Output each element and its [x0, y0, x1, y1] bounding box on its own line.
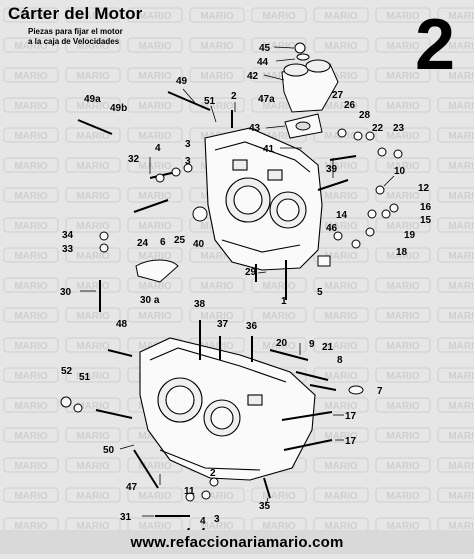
label-11: 11 [184, 486, 195, 497]
label-3a: 3 [185, 139, 191, 150]
label-46: 46 [326, 223, 338, 234]
label-4b: 4 [200, 516, 206, 527]
label-3b: 3 [185, 156, 191, 167]
label-10: 10 [394, 166, 406, 177]
subtitle-line-1: Piezas para fijar el motor [28, 27, 123, 36]
label-45: 45 [259, 43, 271, 54]
label-39: 39 [326, 164, 338, 175]
label-2b: 2 [210, 468, 216, 479]
label-21: 21 [322, 342, 334, 353]
label-17b: 17 [345, 436, 357, 447]
upper-crankcase [204, 127, 323, 271]
label-32: 32 [128, 154, 140, 165]
label-12: 12 [418, 183, 430, 194]
label-14: 14 [336, 210, 348, 221]
label-50: 50 [103, 445, 115, 456]
label-49b: 49b [110, 103, 127, 114]
label-44: 44 [257, 57, 269, 68]
leader-lines [80, 46, 395, 517]
label-25: 25 [174, 235, 186, 246]
label-28: 28 [359, 110, 371, 121]
label-29: 29 [245, 267, 257, 278]
label-34: 34 [62, 230, 74, 241]
label-3c: 3 [214, 514, 220, 525]
label-15: 15 [420, 215, 432, 226]
label-48: 48 [116, 319, 128, 330]
label-20: 20 [276, 338, 288, 349]
label-47: 47 [126, 482, 138, 493]
part-labels: 45 44 42 47a 43 49 51 2 49a 49b 27 26 28… [60, 43, 432, 538]
label-35: 35 [259, 501, 271, 512]
label-52: 52 [61, 366, 73, 377]
label-37: 37 [217, 319, 229, 330]
label-23: 23 [393, 123, 405, 134]
label-6: 6 [160, 237, 166, 248]
label-33: 33 [62, 244, 74, 255]
footer-bar [0, 530, 474, 554]
label-9: 9 [309, 339, 315, 350]
label-30a: 30 a [140, 295, 160, 306]
label-5: 5 [317, 287, 323, 298]
label-51b: 51 [79, 372, 91, 383]
label-19: 19 [404, 230, 416, 241]
label-40: 40 [193, 239, 205, 250]
label-16: 16 [420, 202, 432, 213]
label-27: 27 [332, 90, 344, 101]
gasket-30a [135, 259, 179, 283]
label-17a: 17 [345, 411, 357, 422]
label-1: 1 [281, 296, 287, 307]
label-7: 7 [377, 386, 383, 397]
label-43: 43 [249, 123, 261, 134]
subtitle-line-2: a la caja de Velocidades [28, 37, 120, 46]
diagram-number: 2 [414, 5, 456, 85]
label-47a: 47a [258, 94, 275, 105]
label-36: 36 [246, 321, 258, 332]
label-42: 42 [247, 71, 259, 82]
label-22: 22 [372, 123, 384, 134]
label-30: 30 [60, 287, 72, 298]
footer-url-link[interactable]: www.refaccionariamario.com [130, 534, 344, 551]
washers-and-nuts [60, 128, 403, 502]
label-18: 18 [396, 247, 408, 258]
label-24: 24 [137, 238, 149, 249]
page-title: Cárter del Motor [8, 4, 143, 23]
label-4: 4 [155, 143, 161, 154]
label-26: 26 [344, 100, 356, 111]
label-49: 49 [176, 76, 188, 87]
label-51: 51 [204, 96, 216, 107]
label-49a: 49a [84, 94, 101, 105]
label-2: 2 [231, 91, 237, 102]
label-31: 31 [120, 512, 132, 523]
lower-crankcase [139, 337, 316, 481]
label-8: 8 [337, 355, 343, 366]
oil-cooler-adapter [281, 42, 339, 139]
label-41: 41 [263, 144, 275, 155]
studs-and-bolts [77, 91, 357, 517]
label-38: 38 [194, 299, 206, 310]
